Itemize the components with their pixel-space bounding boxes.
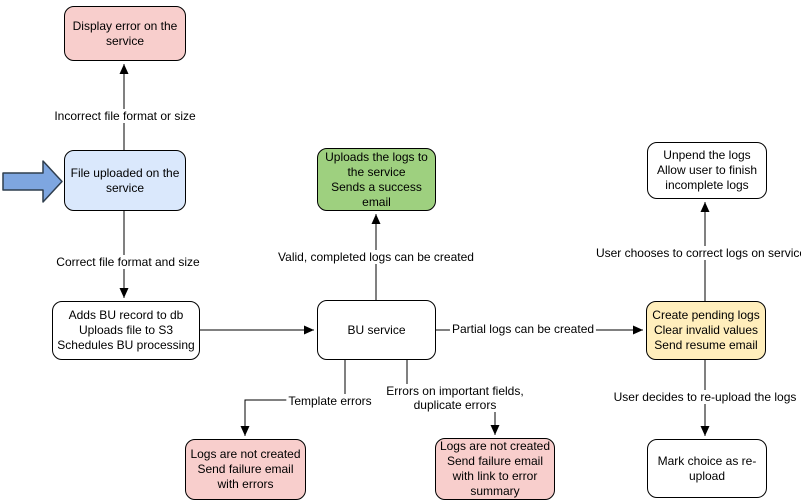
edge-label-correct-format: Correct file format and size bbox=[54, 255, 202, 269]
node-uploads-logs-success: Uploads the logs to the service Sends a … bbox=[317, 148, 436, 211]
edge-label-template-errors: Template errors bbox=[286, 394, 374, 408]
node-display-error: Display error on the service bbox=[64, 6, 186, 61]
node-file-uploaded: File uploaded on the service bbox=[64, 150, 186, 211]
edge-label-field-errors: Errors on important fields, duplicate er… bbox=[384, 384, 526, 412]
node-adds-bu-record: Adds BU record to db Uploads file to S3 … bbox=[52, 301, 200, 360]
node-unpend-logs: Unpend the logs Allow user to finish inc… bbox=[647, 142, 767, 199]
node-logs-not-created-summary: Logs are not created Send failure email … bbox=[435, 438, 555, 500]
edge-label-user-reuploads: User decides to re-upload the logs bbox=[611, 390, 799, 404]
entry-pointer-arrow-icon bbox=[2, 159, 64, 204]
node-create-pending-logs: Create pending logs Clear invalid values… bbox=[646, 301, 766, 360]
edge-label-valid-logs: Valid, completed logs can be created bbox=[276, 250, 476, 264]
node-mark-reupload: Mark choice as re- upload bbox=[647, 439, 767, 498]
edge-label-user-corrects: User chooses to correct logs on service bbox=[593, 246, 801, 260]
node-logs-not-created-errors: Logs are not created Send failure email … bbox=[185, 439, 306, 500]
node-bu-service: BU service bbox=[317, 300, 436, 360]
edge-label-partial-logs: Partial logs can be created bbox=[449, 322, 597, 336]
edge-label-incorrect-format: Incorrect file format or size bbox=[52, 109, 198, 123]
